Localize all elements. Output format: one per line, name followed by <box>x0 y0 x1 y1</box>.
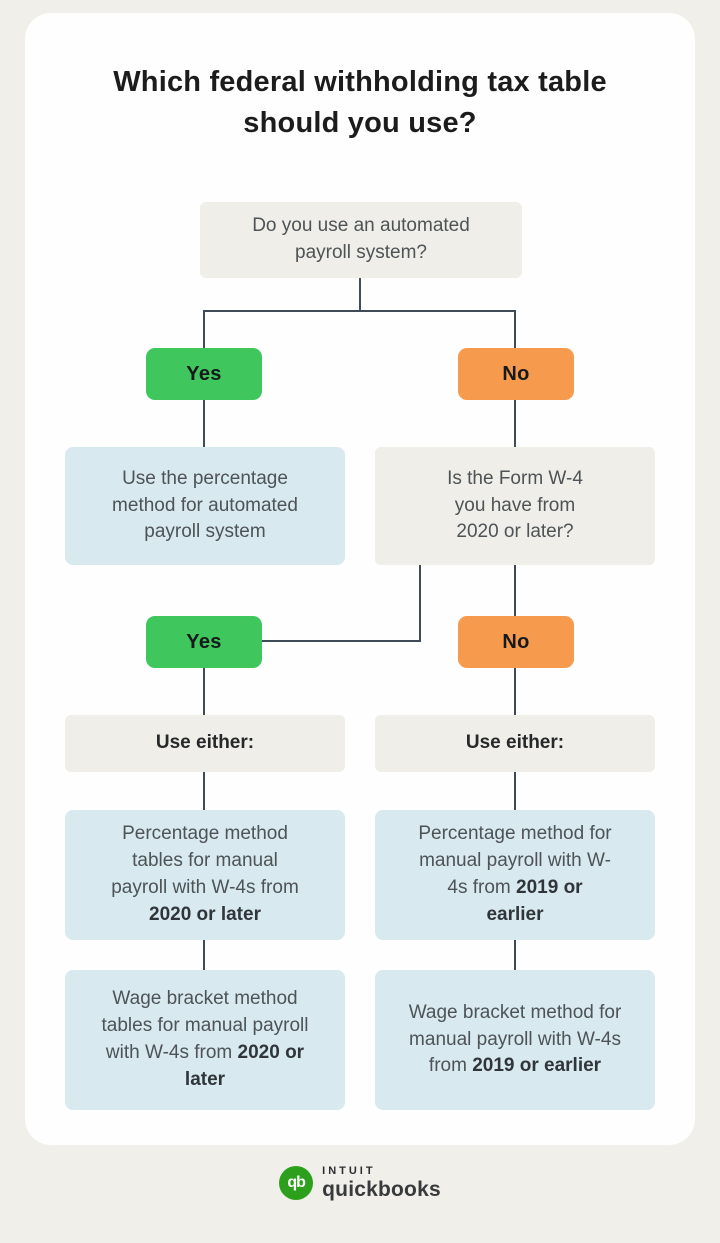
content-card <box>25 13 695 1145</box>
connector-left-results-down <box>203 772 205 810</box>
connector-w4-no-down <box>514 565 516 616</box>
flow-node-right-percentage-result: Percentage method for manual payroll wit… <box>375 810 655 940</box>
use-either-right-text: Use either: <box>465 732 565 754</box>
question-w4-text: Is the Form W-4 you have from 2020 or la… <box>447 467 583 543</box>
flow-node-use-either-left: Use either: <box>65 715 345 772</box>
connector-w4-yes-down <box>419 565 421 642</box>
intuit-wordmark: INTUIT <box>322 1165 376 1177</box>
yes-badge-2: Yes <box>146 616 262 668</box>
flow-node-left-percentage-result: Percentage method tables for manual payr… <box>65 810 345 940</box>
left-percentage-bold: 2020 or later <box>149 903 261 925</box>
connector-left-wage-down <box>203 940 205 970</box>
connector-w4-yes-horizontal <box>262 640 421 642</box>
connector-yes1-down <box>203 400 205 447</box>
left-wage-text: Wage bracket method tables for manual pa… <box>101 988 309 1063</box>
flow-node-question-automated: Do you use an automated payroll system? <box>200 202 522 278</box>
quickbooks-wordmark: quickbooks <box>322 1178 441 1201</box>
right-wage-bold: 2019 or earlier <box>472 1055 602 1077</box>
page-title: Which federal withholding tax table shou… <box>113 66 607 140</box>
connector-right-results-down <box>514 772 516 810</box>
question-automated-text: Do you use an automated payroll system? <box>252 215 470 263</box>
connector-split-left <box>203 310 205 348</box>
flow-node-use-either-right: Use either: <box>375 715 655 772</box>
connector-no1-down <box>514 400 516 447</box>
flow-node-left-wage-result: Wage bracket method tables for manual pa… <box>65 970 345 1110</box>
connector-q1-down <box>359 278 361 311</box>
quickbooks-logo-icon: qb <box>279 1166 314 1200</box>
footer-brand: qb INTUIT quickbooks <box>0 1166 720 1200</box>
connector-yes2-down <box>203 668 205 715</box>
right-wage-text: Wage bracket method for manual payroll w… <box>408 1001 622 1077</box>
connector-no2-down <box>514 668 516 715</box>
no-badge-1: No <box>458 348 574 400</box>
automated-result-text: Use the percentage method for automated … <box>112 467 298 543</box>
left-wage-bold: 2020 or later <box>184 1042 305 1090</box>
right-percentage-text: Percentage method for manual payroll wit… <box>418 823 612 898</box>
right-percentage-bold: 2019 or earlier <box>486 877 583 925</box>
use-either-left-text: Use either: <box>155 732 255 754</box>
connector-right-wage-down <box>514 940 516 970</box>
connector-split-right <box>514 310 516 348</box>
left-percentage-text: Percentage method tables for manual payr… <box>111 823 299 898</box>
yes-badge-1: Yes <box>146 348 262 400</box>
flow-node-right-wage-result: Wage bracket method for manual payroll w… <box>375 970 655 1110</box>
flow-node-automated-result: Use the percentage method for automated … <box>65 447 345 565</box>
no-badge-2: No <box>458 616 574 668</box>
flow-node-question-w4: Is the Form W-4 you have from 2020 or la… <box>375 447 655 565</box>
connector-split-horizontal <box>203 310 516 312</box>
